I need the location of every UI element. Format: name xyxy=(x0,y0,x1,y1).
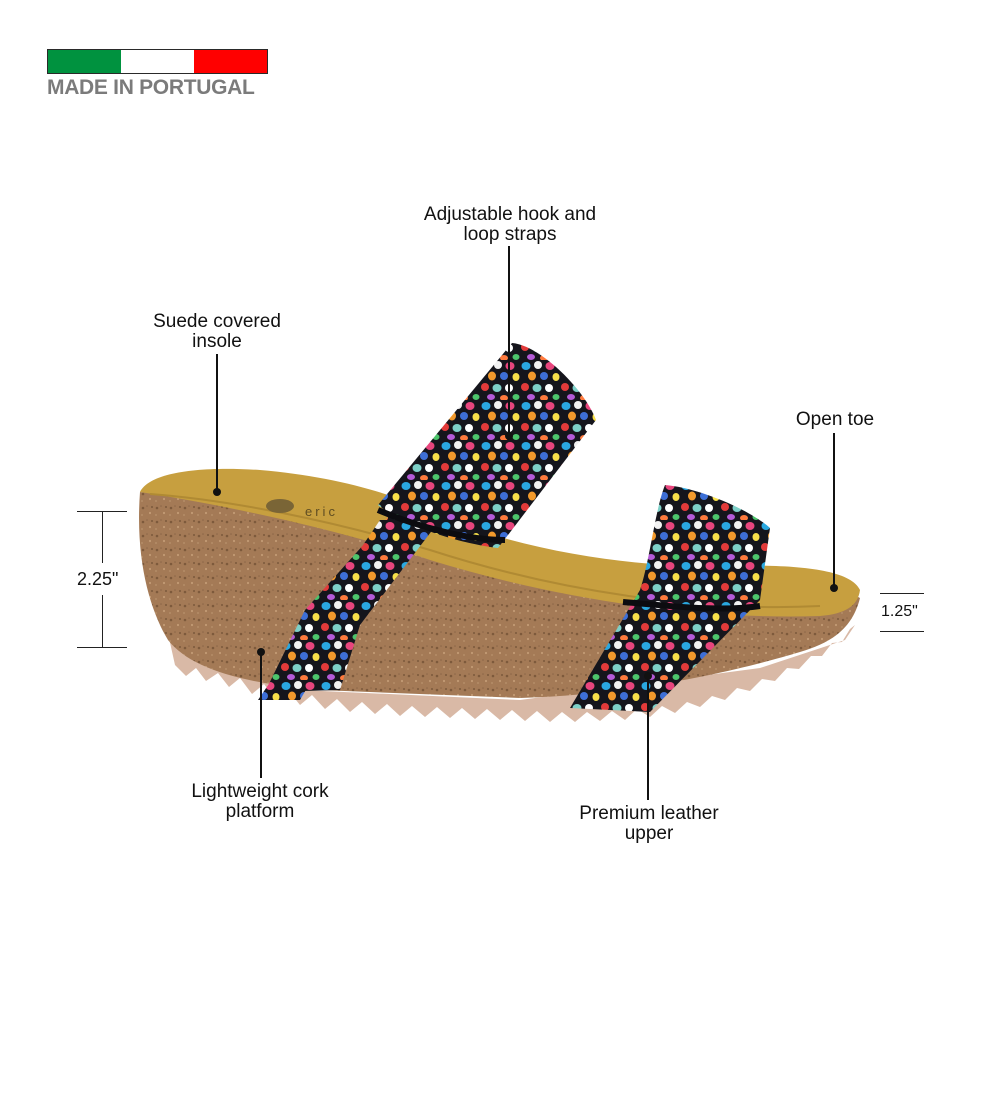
leader-platform xyxy=(260,652,262,778)
flag-stripe-green xyxy=(48,50,121,73)
heel-dim-bottom xyxy=(77,647,127,648)
callout-open-toe: Open toe xyxy=(795,409,875,430)
dot-open-toe xyxy=(830,584,838,592)
insole-brand-text: eric xyxy=(305,504,338,519)
dot-insole xyxy=(213,488,221,496)
heel-dim-vertical xyxy=(102,511,103,563)
dot-upper xyxy=(644,672,652,680)
toe-dim-top xyxy=(880,593,924,594)
callout-straps: Adjustable hook and loop straps xyxy=(423,204,597,245)
leader-straps xyxy=(508,246,510,436)
heel-dim-vertical-lower xyxy=(102,595,103,647)
rear-strap xyxy=(378,343,596,548)
flag-stripe-red xyxy=(194,50,267,73)
toe-dim-bottom xyxy=(880,631,924,632)
callout-insole: Suede covered insole xyxy=(153,311,281,352)
toe-height-label: 1.25" xyxy=(881,603,918,620)
leader-insole xyxy=(216,354,218,490)
flag-badge xyxy=(47,49,268,74)
heel-height-label: 2.25" xyxy=(77,569,119,589)
insole-logo: eric xyxy=(266,499,338,519)
callout-platform: Lightweight cork platform xyxy=(191,781,329,822)
flag-stripe-white xyxy=(121,50,194,73)
leader-upper xyxy=(647,676,649,800)
dot-platform xyxy=(257,648,265,656)
made-in-label: MADE IN PORTUGAL xyxy=(47,76,255,99)
callout-upper: Premium leather upper xyxy=(579,803,719,844)
leader-open-toe xyxy=(833,433,835,586)
dot-straps xyxy=(505,432,513,440)
rear-strap-lower xyxy=(265,515,440,692)
front-strap xyxy=(570,485,770,712)
outsole xyxy=(165,620,855,722)
